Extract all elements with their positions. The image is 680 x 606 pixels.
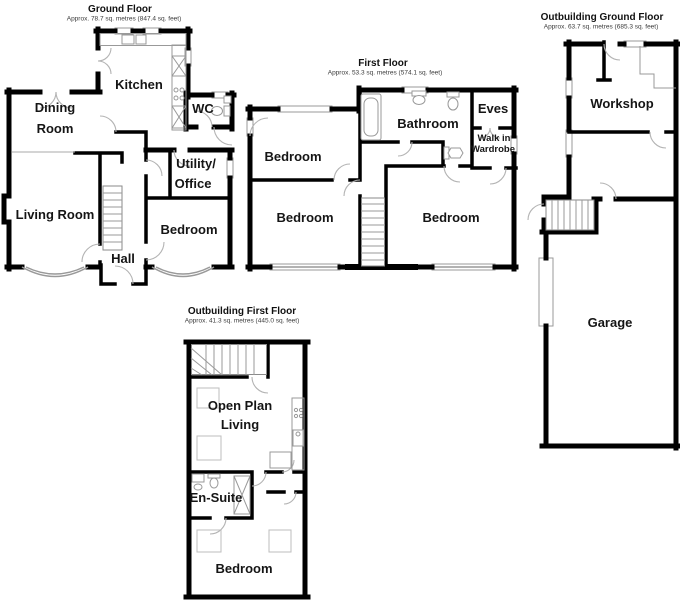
outbuilding-first-subtitle: Approx. 41.3 sq. metres (445.0 sq. feet) xyxy=(185,318,300,325)
outbuilding-first-exterior-walls xyxy=(183,339,311,600)
ensuite-sink xyxy=(191,473,205,483)
ground-bedroom-label: Bedroom xyxy=(160,222,217,237)
kitchen-label: Kitchen xyxy=(115,77,163,92)
ensuite-label: En-Suite xyxy=(190,490,243,505)
open-plan-label-line1: Open Plan xyxy=(208,398,272,413)
outbuilding-ground-interior-walls xyxy=(567,40,678,134)
wc-sink xyxy=(223,95,232,104)
outbuilding-ground-title: Outbuilding Ground Floor xyxy=(541,12,664,23)
outbuilding-kitchenette xyxy=(269,397,305,471)
open-plan-label-line2: Living xyxy=(221,417,259,432)
bathroom-fixtures xyxy=(360,90,464,160)
utility-office-label-line1: Utility/ xyxy=(176,156,216,171)
ground-floor-subtitle: Approx. 78.7 sq. metres (847.4 sq. feet) xyxy=(67,16,182,23)
bedroom-bay-window xyxy=(151,266,215,278)
outbuilding-ground-exterior-walls xyxy=(539,39,680,451)
first-floor-door-arcs xyxy=(249,117,507,197)
eves-label: Eves xyxy=(478,101,508,116)
bathroom-label: Bathroom xyxy=(397,116,458,131)
kitchenette-appliance xyxy=(269,451,292,469)
toilet xyxy=(447,97,459,111)
first-floor-interior-walls xyxy=(248,88,518,269)
wc-toilet-cistern xyxy=(223,105,231,117)
wc-fixtures xyxy=(211,95,232,117)
outbuilding-ground-door-arcs xyxy=(527,43,667,221)
ground-floor-title: Ground Floor xyxy=(88,4,152,15)
ensuite-fixtures xyxy=(191,473,251,515)
outbuilding-ground-floor-plan: Outbuilding Ground Floor Approx. 63.7 sq… xyxy=(527,12,680,451)
living-room-label: Living Room xyxy=(16,207,95,222)
first-floor-staircase xyxy=(361,197,385,267)
outbuilding-bedroom-label: Bedroom xyxy=(215,561,272,576)
first-bedroom-top-label: Bedroom xyxy=(264,149,321,164)
outbuilding-first-interior-walls xyxy=(187,340,307,520)
ground-floor-door-arcs xyxy=(39,47,233,285)
hob-icon xyxy=(173,87,185,101)
shower xyxy=(233,475,251,515)
wardrobe-label-line1: Walk in xyxy=(478,133,511,144)
hall-label: Hall xyxy=(111,251,135,266)
kitchen-sink xyxy=(121,34,135,45)
wardrobe-label-line2: Wardrobe xyxy=(471,144,515,155)
bathtub xyxy=(360,93,382,141)
outbuilding-first-door-arcs xyxy=(209,376,297,535)
utility-office-label-line2: Office xyxy=(175,176,212,191)
wc-toilet xyxy=(211,106,223,116)
first-floor-title: First Floor xyxy=(358,58,408,69)
ensuite-toilet xyxy=(209,477,219,489)
wc2-toilet xyxy=(447,147,464,159)
dining-room-label-line2: Room xyxy=(37,121,74,136)
workshop-store-partition xyxy=(639,46,676,89)
ground-floor-staircase xyxy=(102,185,123,251)
first-floor-subtitle: Approx. 53.3 sq. metres (574.1 sq. feet) xyxy=(328,70,443,77)
outbuilding-first-staircase xyxy=(190,344,267,376)
outbuilding-ground-windows xyxy=(538,40,647,327)
outbuilding-first-floor-plan: Outbuilding First Floor Approx. 41.3 sq.… xyxy=(183,306,311,600)
wc-label: WC xyxy=(192,101,214,116)
garage-door xyxy=(538,257,554,327)
first-bedroom-right-label: Bedroom xyxy=(422,210,479,225)
outbuilding-first-title: Outbuilding First Floor xyxy=(188,306,296,317)
kitchenette-counter xyxy=(291,397,305,471)
outbuilding-ground-subtitle: Approx. 63.7 sq. metres (685.3 sq. feet) xyxy=(544,24,659,31)
ground-floor-interior-walls xyxy=(73,130,232,286)
first-bedroom-left-label: Bedroom xyxy=(276,210,333,225)
ground-floor-exterior-walls xyxy=(1,26,237,272)
toilet-cistern xyxy=(446,91,460,98)
workshop-label: Workshop xyxy=(590,96,653,111)
first-floor-plan: First Floor Approx. 53.3 sq. metres (574… xyxy=(245,58,519,272)
furniture-marks xyxy=(196,387,292,553)
kitchen-counter xyxy=(99,33,187,131)
ensuite-toilet-cistern xyxy=(207,473,221,479)
kitchenette-sink xyxy=(292,429,304,447)
garage-label: Garage xyxy=(588,315,633,330)
outbuilding-ground-staircase xyxy=(545,199,595,231)
dining-room-label-line1: Dining xyxy=(35,100,75,115)
living-room-bay-window xyxy=(21,266,89,278)
kitchenette-hob-icon xyxy=(293,407,304,419)
first-floor-porch-wall xyxy=(345,264,418,270)
ground-floor-plan: Ground Floor Approx. 78.7 sq. metres (84… xyxy=(1,4,237,286)
